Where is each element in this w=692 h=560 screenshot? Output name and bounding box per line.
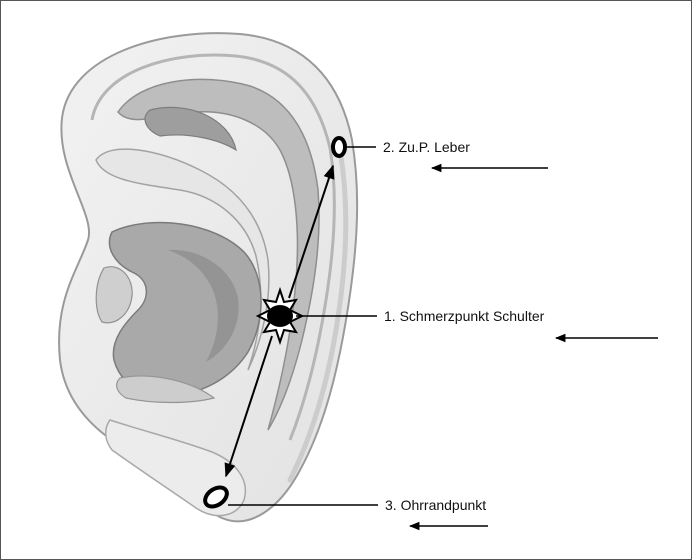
point-3-label: 3. Ohrrandpunkt (385, 497, 486, 513)
ear-illustration (59, 33, 357, 521)
point-2-label: 2. Zu.P. Leber (383, 139, 470, 155)
pointer-arrows (410, 168, 658, 526)
point-1-label: 1. Schmerzpunkt Schulter (384, 308, 545, 324)
